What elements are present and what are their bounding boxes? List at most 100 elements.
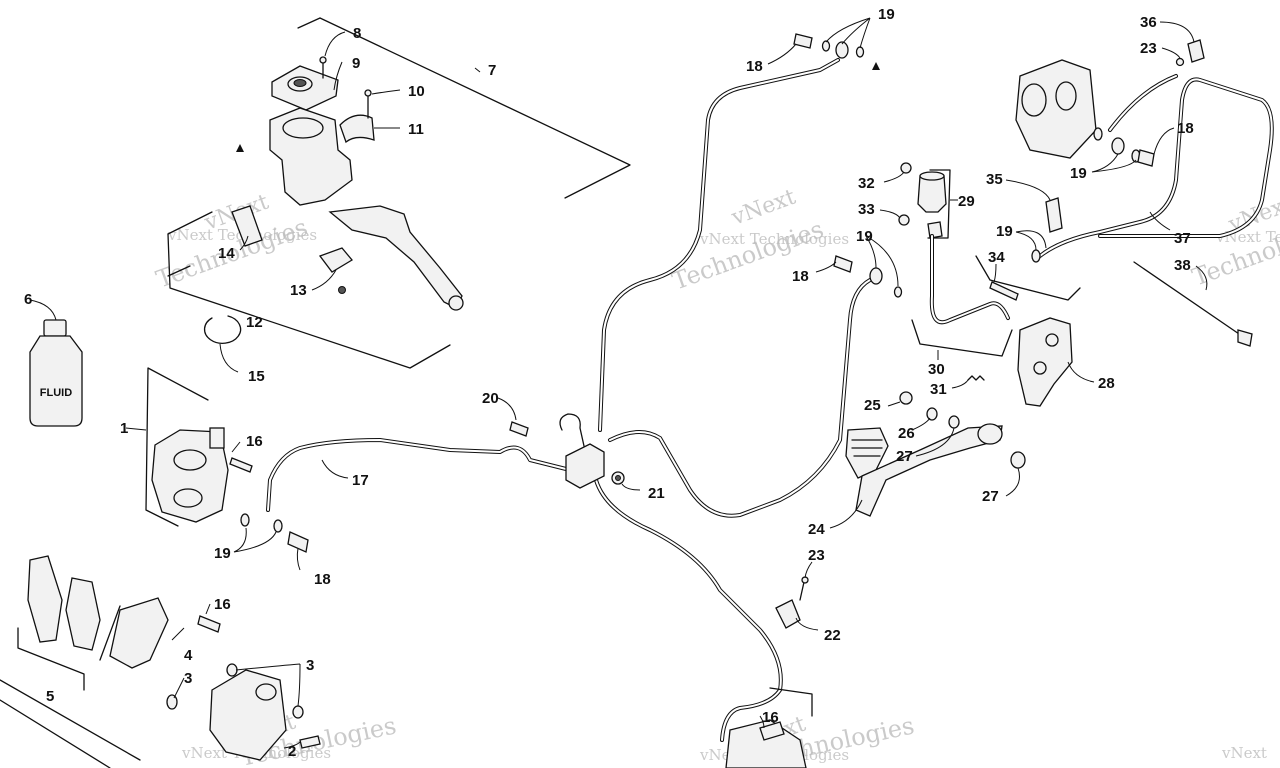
group-bracket-7-end	[297, 17, 321, 29]
rear-master-cylinder	[1017, 317, 1073, 407]
o-ring	[226, 663, 238, 677]
clamp-screw-head	[364, 89, 372, 97]
callout-17: 17	[352, 472, 369, 489]
top-banjo-group	[793, 33, 880, 70]
callout-27: 27	[982, 488, 999, 505]
callout-35: 35	[986, 171, 1003, 188]
hose-rear-master-inner	[609, 279, 871, 517]
right-caliper-group	[1015, 39, 1253, 347]
master-cylinder-group	[167, 17, 631, 369]
banjo-bolt-right	[1137, 149, 1155, 167]
callout-19: 19	[214, 545, 231, 562]
leader-6	[29, 299, 57, 321]
callout-18: 18	[746, 58, 763, 75]
leader-36	[1159, 21, 1195, 43]
leader-2	[283, 741, 301, 749]
banjo-bolt-center	[833, 255, 853, 273]
leader-18a	[296, 547, 301, 571]
hose-rear-master	[608, 278, 872, 518]
callout-16: 16	[762, 709, 779, 726]
callout-37: 37	[1174, 230, 1191, 247]
callout-28: 28	[1098, 375, 1115, 392]
hose-front-left-inner	[267, 439, 571, 511]
watermark-vnext-technologies: vNext Technologies	[699, 230, 849, 248]
hose-lower	[594, 478, 783, 742]
leader-16b	[205, 603, 211, 615]
callout-19: 19	[996, 223, 1013, 240]
washer	[240, 513, 250, 527]
banjo-fitting	[835, 41, 849, 59]
callout-1: 1	[120, 420, 128, 437]
callout-20: 20	[482, 390, 499, 407]
brake-switch	[318, 247, 353, 273]
banjo-bolt	[287, 531, 309, 553]
callout-25: 25	[864, 397, 881, 414]
reservoir-bolt	[900, 162, 912, 174]
washer	[273, 519, 283, 533]
reservoir-cap	[919, 171, 945, 181]
arrow-mark	[236, 144, 244, 152]
hose-loop	[559, 413, 585, 447]
caliper-piston-2	[173, 488, 203, 508]
cable-tie	[1133, 261, 1243, 337]
callout-9: 9	[352, 55, 360, 72]
pedal-pivot	[977, 423, 1003, 445]
washer	[1093, 127, 1103, 141]
banjo-fitting	[869, 267, 883, 285]
leader-18b	[1153, 127, 1175, 155]
group-bracket-1	[145, 367, 209, 527]
callout-34: 34	[988, 249, 1005, 266]
leader-22	[795, 617, 819, 631]
brake-lever-tip	[448, 295, 464, 311]
group-bracket-12-mid	[167, 265, 191, 277]
leader-1	[125, 427, 147, 431]
brake-hoses	[266, 58, 1274, 742]
callout-3: 3	[184, 670, 192, 687]
brake-fluid-bottle: FLUID	[29, 319, 83, 427]
return-spring	[967, 375, 985, 381]
junction-block	[509, 413, 625, 489]
group-bracket-28	[975, 255, 1081, 301]
watermark-vnext-technologies: vNext	[1221, 744, 1267, 762]
junction-bolt	[509, 421, 529, 437]
callout-30: 30	[928, 361, 945, 378]
leader-4-3	[171, 627, 185, 699]
clip-bolt-right	[1175, 57, 1185, 67]
right-caliper-piston-2	[1055, 81, 1077, 111]
group-bracket-29	[927, 169, 951, 239]
cable-tie-head	[1237, 329, 1253, 347]
master-cylinder-reservoir	[282, 117, 324, 139]
callout-4: 4	[184, 647, 193, 664]
leader-19a	[233, 527, 277, 553]
pedal-tread	[851, 439, 883, 457]
leader-8	[324, 31, 346, 57]
leader-lines	[29, 17, 1208, 749]
o-ring	[292, 705, 304, 719]
callout-18: 18	[1177, 120, 1194, 137]
callout-7: 7	[488, 62, 496, 79]
callout-19: 19	[878, 6, 895, 23]
washer	[821, 40, 831, 52]
brake-pad-2	[65, 577, 101, 651]
callout-18: 18	[792, 268, 809, 285]
junction-block-body	[565, 443, 605, 489]
leader-32	[883, 171, 905, 183]
leader-19c	[1015, 230, 1047, 251]
mounting-bolt	[989, 281, 1019, 301]
watermark-vnext: vNext	[728, 185, 800, 231]
right-caliper-piston	[1021, 83, 1047, 117]
rear-caliper-port	[255, 683, 277, 701]
bracket-bolt	[197, 615, 221, 633]
washer	[855, 46, 865, 58]
callout-19: 19	[1070, 165, 1087, 182]
leader-21	[621, 483, 641, 491]
clip-bolt	[799, 581, 805, 601]
leader-18d	[815, 261, 837, 273]
hose-clip-right	[1187, 39, 1205, 63]
front-caliper-group	[145, 367, 309, 553]
callout-29: 29	[958, 193, 975, 210]
callout-5: 5	[46, 688, 54, 705]
leader-31	[951, 379, 969, 389]
bottle-body	[29, 335, 83, 427]
hose-right-inner	[1039, 78, 1273, 257]
